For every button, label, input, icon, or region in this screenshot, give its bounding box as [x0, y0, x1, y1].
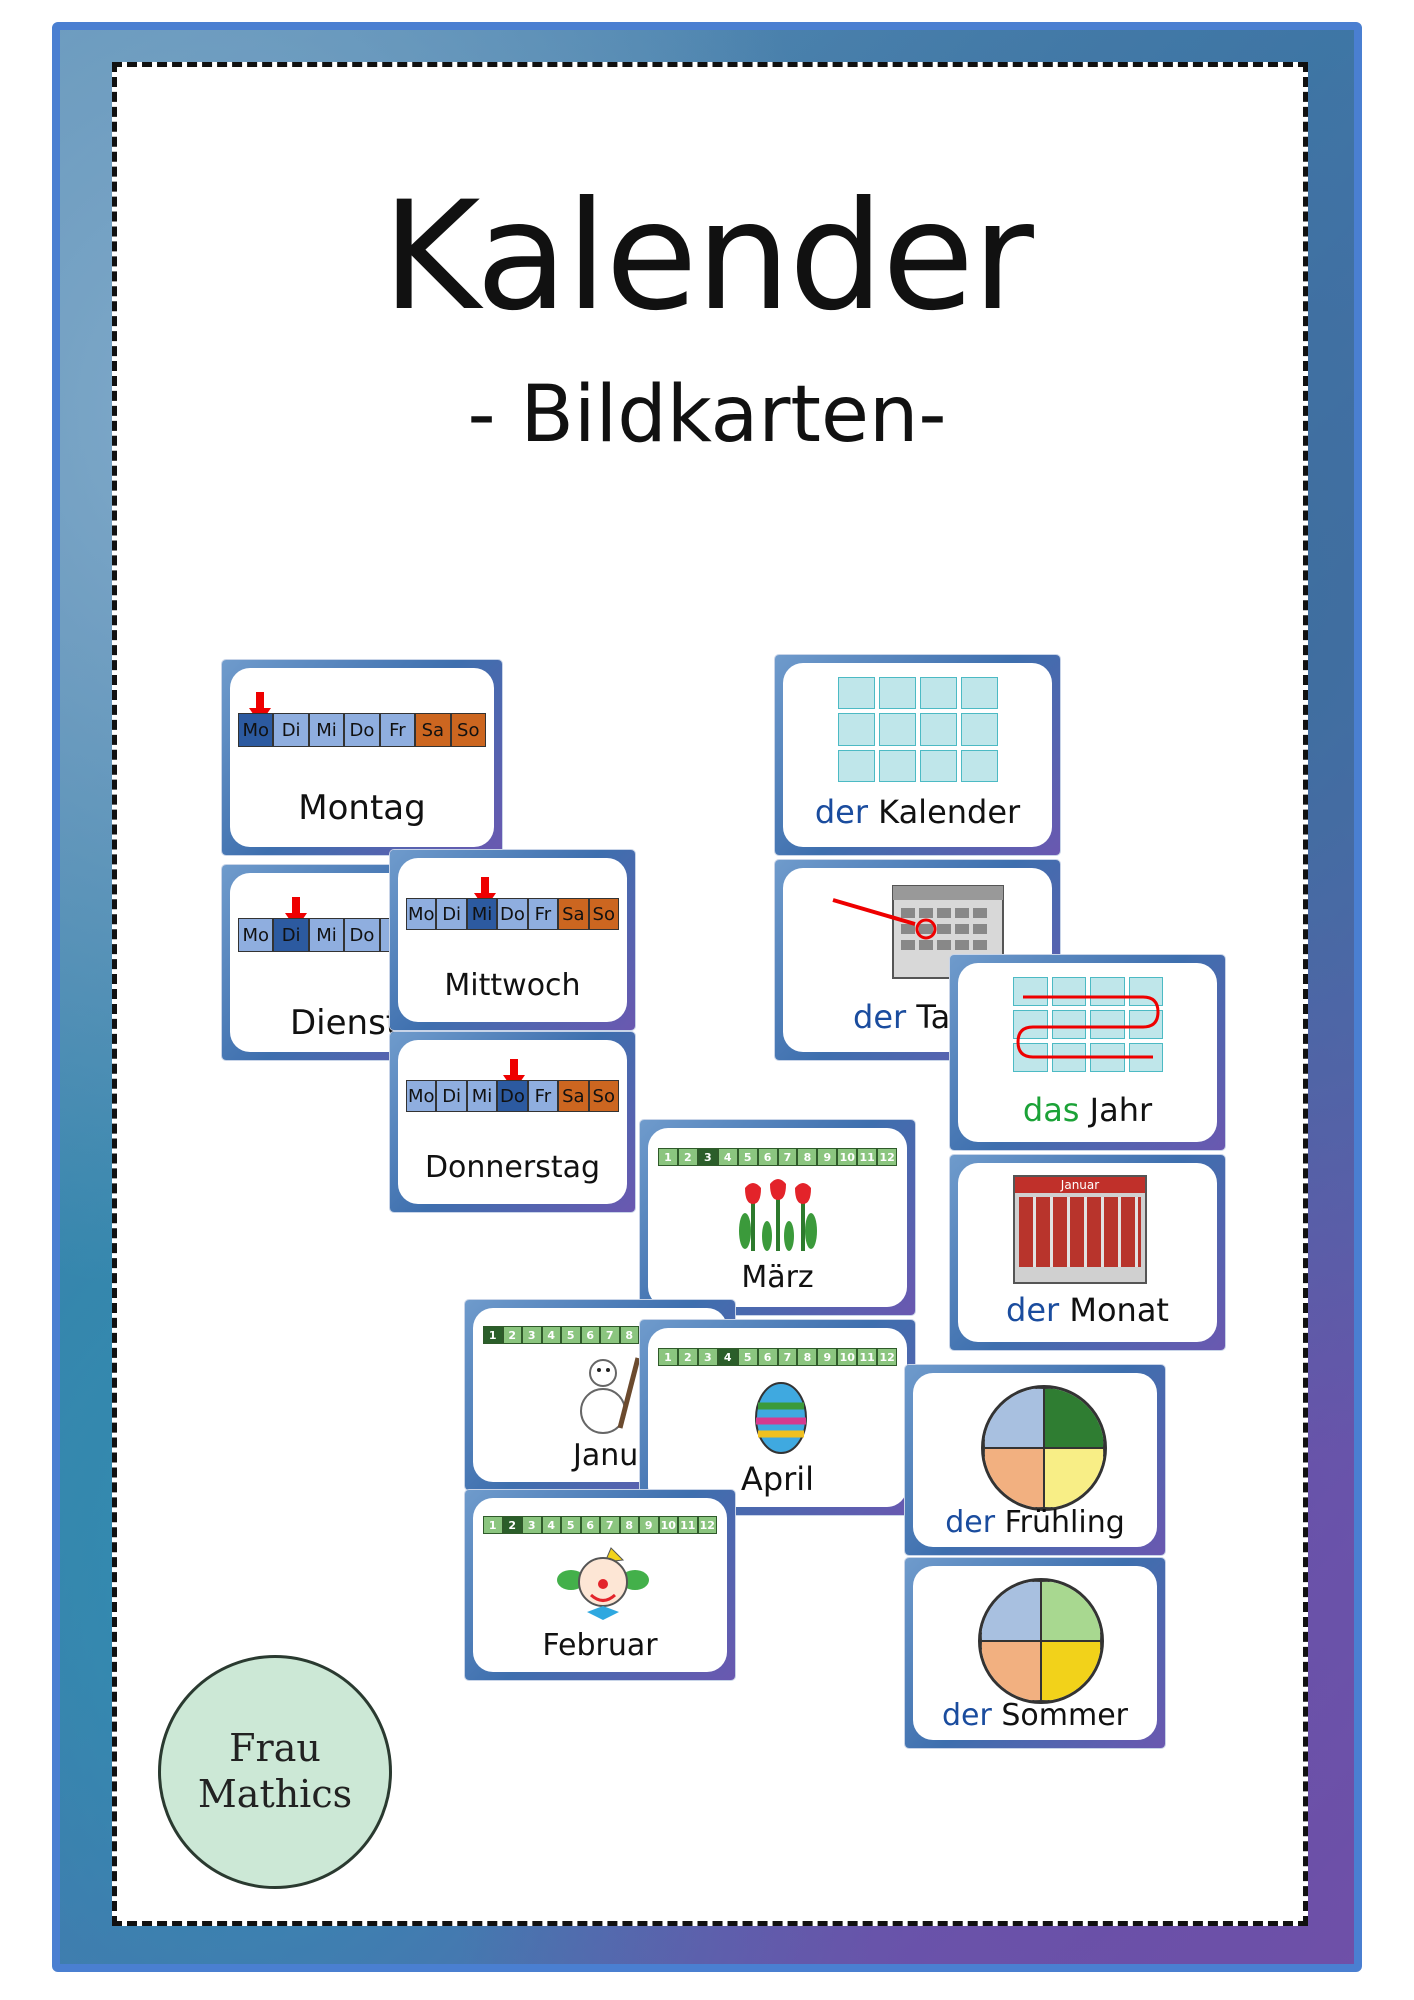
- card-label: der Frühling: [945, 1505, 1125, 1540]
- card-label: April: [740, 1460, 815, 1498]
- card-sommer: der Sommer: [905, 1558, 1165, 1748]
- clown-icon: [557, 1547, 649, 1620]
- card-label: das Jahr: [1022, 1091, 1153, 1129]
- card-label: der Monat: [1006, 1291, 1169, 1329]
- season-pie-icon: [978, 1578, 1104, 1704]
- snowman-icon: [580, 1357, 641, 1434]
- card-label: Mittwoch: [444, 968, 581, 1003]
- card-monat: Januar der Monat: [950, 1155, 1225, 1350]
- page-subtitle: - Bildkarten-: [467, 370, 947, 460]
- month-calendar-icon: Januar: [1013, 1175, 1147, 1284]
- year-path-icon: [1016, 995, 1160, 1059]
- card-label: der Ta: [853, 998, 951, 1036]
- card-label: der Sommer: [941, 1698, 1129, 1733]
- card-fruehling: der Frühling: [905, 1365, 1165, 1555]
- calendar-grid-icon: [838, 677, 998, 782]
- card-label: Donnerstag: [424, 1150, 601, 1185]
- card-jahr: das Jahr: [950, 955, 1225, 1150]
- card-label: der Kalender: [814, 793, 1021, 831]
- card-label: Montag: [298, 788, 426, 828]
- frau-mathics-logo: Frau Mathics: [158, 1655, 392, 1889]
- card-label: Februar: [542, 1628, 658, 1663]
- season-pie-icon: [981, 1385, 1107, 1511]
- card-kalender: der Kalender: [775, 655, 1060, 855]
- tulips-icon: [739, 1179, 817, 1251]
- page-title: Kalender: [382, 170, 1034, 344]
- card-label: März: [741, 1260, 814, 1295]
- easter-egg-icon: [755, 1382, 807, 1454]
- card-label: Dienst: [290, 1003, 400, 1043]
